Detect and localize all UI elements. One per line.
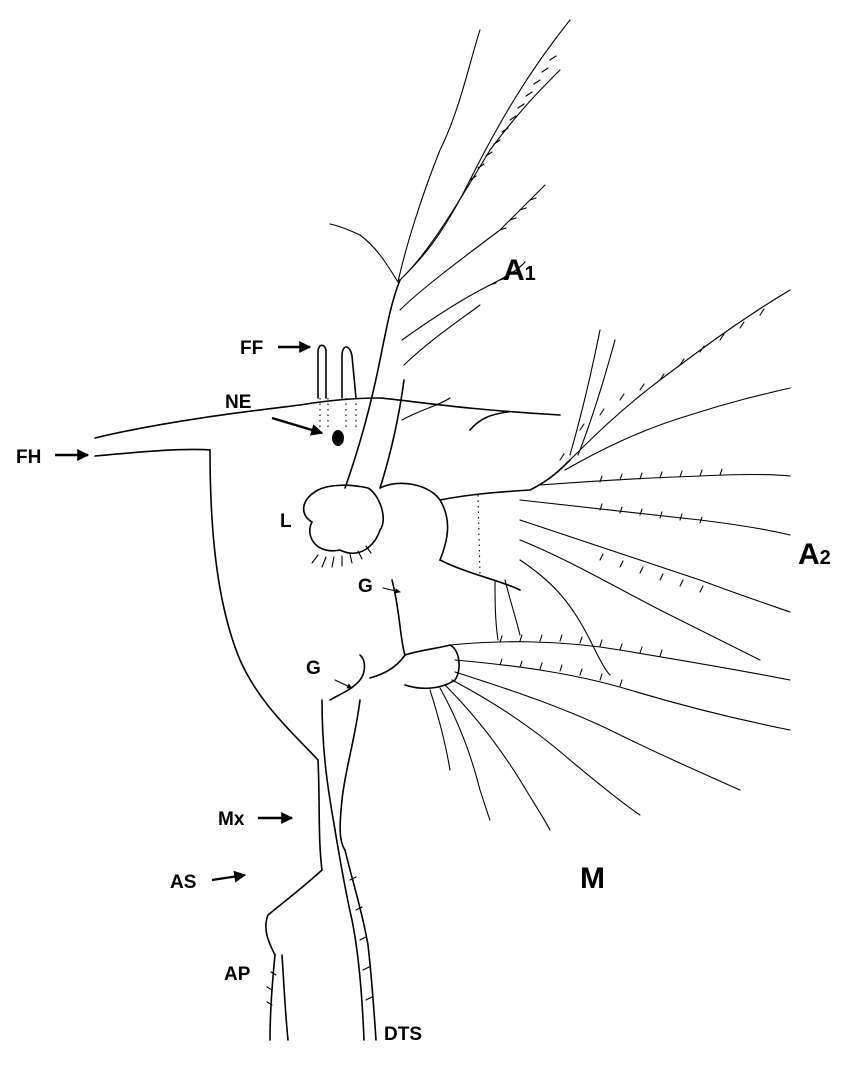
label-arrows	[55, 347, 400, 880]
first-antenna	[330, 20, 570, 488]
label-g-lower: G	[306, 658, 321, 679]
g-lower-arrow	[335, 680, 352, 688]
second-antenna	[440, 290, 790, 675]
label-a1: A1	[503, 254, 536, 287]
label-a2-main: A	[798, 538, 820, 571]
ne-arrow	[272, 418, 322, 433]
label-dts: DTS	[384, 1024, 422, 1045]
label-a2: A2	[798, 538, 831, 571]
body-outline	[95, 398, 560, 870]
mandible	[405, 635, 790, 830]
frontal-filaments	[318, 345, 356, 430]
label-g-upper: G	[358, 576, 373, 597]
label-m: M	[580, 862, 605, 895]
as-arrow	[212, 875, 245, 880]
label-ap: AP	[224, 964, 251, 985]
label-a1-sub: 1	[525, 263, 536, 285]
label-a1-main: A	[503, 254, 525, 287]
label-l: L	[280, 511, 292, 532]
label-mx: Mx	[218, 809, 245, 830]
label-fh: FH	[16, 447, 41, 468]
naupliar-eye	[332, 430, 344, 446]
g-upper-arrow	[383, 588, 400, 592]
label-as: AS	[170, 872, 196, 893]
label-ne: NE	[225, 392, 251, 413]
label-a2-sub: 2	[820, 547, 831, 569]
label-ff: FF	[240, 338, 263, 359]
